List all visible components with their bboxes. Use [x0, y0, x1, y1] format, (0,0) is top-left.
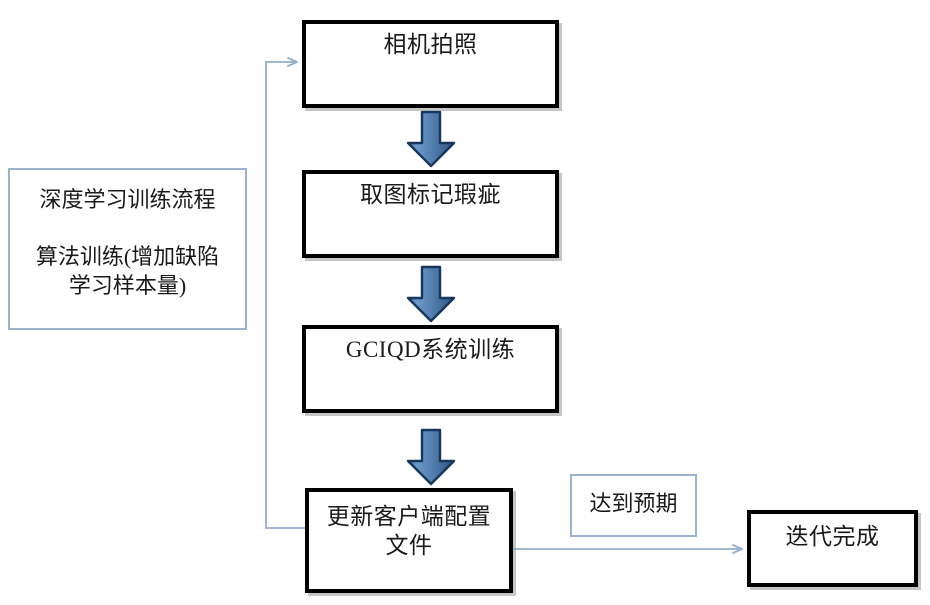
- step-update-box[interactable]: 更新客户端配置 文件: [305, 488, 513, 593]
- training-process-note: 深度学习训练流程 算法训练(增加缺陷 学习样本量): [8, 168, 247, 330]
- step-camera-box[interactable]: 相机拍照: [302, 20, 559, 108]
- block-arrow-camera-to-mark: [406, 110, 456, 168]
- block-arrow-train-to-update: [406, 428, 456, 486]
- step-train-box[interactable]: GCIQD系统训练: [302, 325, 559, 413]
- step-camera-label: 相机拍照: [383, 32, 478, 57]
- step-train-label: GCIQD系统训练: [345, 337, 516, 362]
- feedback-loop-line: [265, 57, 305, 529]
- condition-met-label: 达到预期: [589, 491, 678, 516]
- step-update-label: 更新客户端配置 文件: [326, 504, 492, 559]
- note-heading: 深度学习训练流程: [39, 187, 216, 212]
- block-arrow-mark-to-train: [406, 265, 456, 323]
- iteration-complete-label: 迭代完成: [785, 524, 880, 549]
- note-body: 算法训练(增加缺陷 学习样本量): [35, 244, 220, 299]
- step-mark-box[interactable]: 取图标记瑕疵: [302, 170, 559, 258]
- condition-met-box: 达到预期: [570, 474, 697, 537]
- iteration-complete-box[interactable]: 迭代完成: [747, 510, 918, 587]
- step-mark-label: 取图标记瑕疵: [360, 182, 501, 207]
